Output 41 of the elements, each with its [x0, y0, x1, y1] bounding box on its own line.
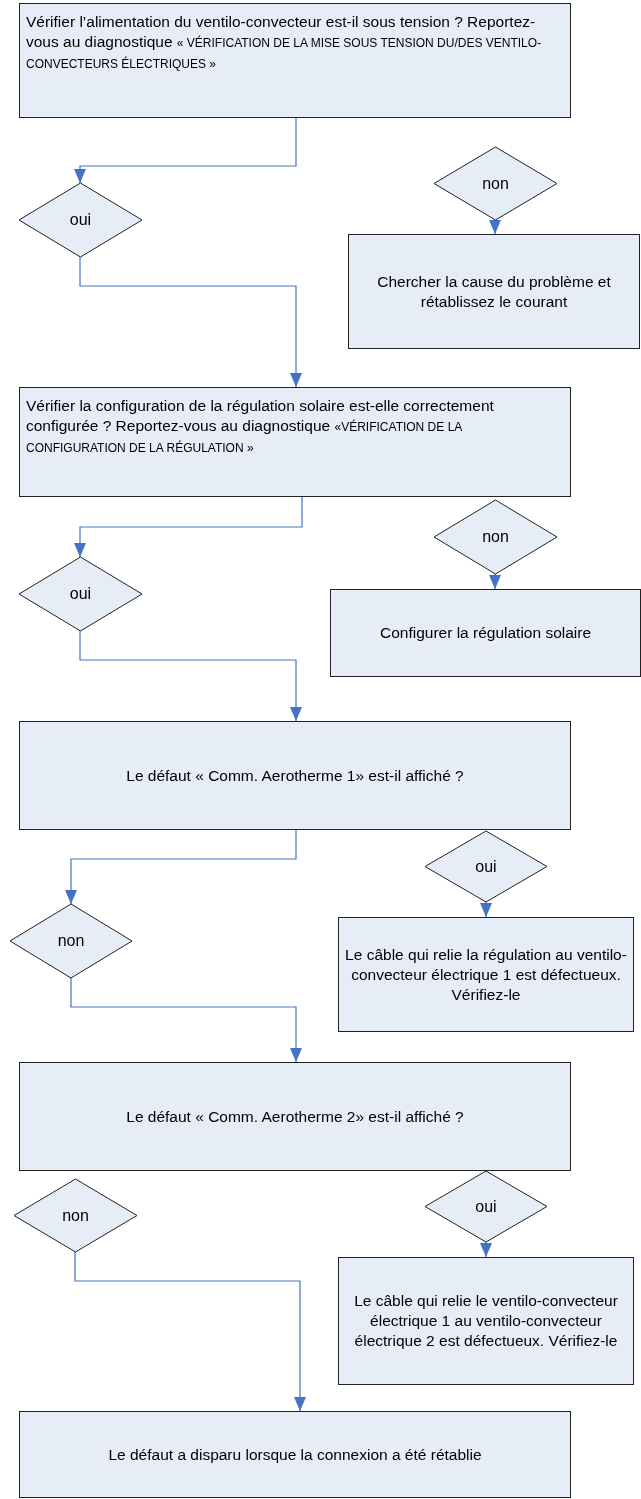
process-box [19, 387, 571, 497]
decision-diamond [434, 147, 557, 220]
arrow [480, 901, 492, 918]
step-text: Vérifier la configuration de la régulation solaire est-elle correctement configurée ? Reportez-vous au diagnostique «VÉRIFICATION DE LA CONFIGURATION DE LA RÉGULATION » [26, 396, 495, 457]
arrow [489, 573, 501, 590]
arrow [79, 256, 302, 388]
step-text: Le défaut « Comm. Aerotherme 2» est-il affiché ? [125, 1106, 465, 1127]
step-text: Vérifier l’alimentation du ventilo-convecteur est-il sous tension ? Reportez-vous au diagnostique « VÉRIFICATION DE LA MISE SOUS TENSION DU/DES VENTILO-CONVECTEURS ÉLECTRIQUES » [26, 12, 543, 73]
process-box [338, 1257, 634, 1385]
decision-label: non [482, 174, 509, 193]
process-box [338, 917, 634, 1032]
step-text: Le défaut a disparu lorsque la connexion a été rétablie [107, 1444, 483, 1465]
decision-label: non [482, 528, 509, 546]
process-box [348, 234, 640, 349]
decision-diamond [434, 500, 557, 574]
decision-label: oui [69, 585, 92, 603]
arrow [70, 977, 302, 1063]
process-box [330, 589, 641, 677]
decision-label: non [57, 932, 85, 950]
decision-label: oui [69, 211, 92, 229]
step-text: Chercher la cause du problème et rétablissez le courant [376, 271, 612, 312]
arrow [489, 219, 501, 235]
step-text: Configurer la régulation solaire [378, 623, 593, 643]
decision-label: non [62, 1206, 89, 1225]
arrow [74, 117, 297, 184]
decision-diamond [14, 1179, 137, 1252]
process-box [19, 3, 571, 118]
step-text: Le défaut « Comm. Aerotherme 1» est-il affiché ? [125, 765, 465, 786]
process-box [19, 1411, 571, 1498]
decision-diamond [10, 904, 132, 978]
decision-label: oui [475, 857, 497, 876]
arrow [480, 1241, 492, 1258]
decision-diamond [19, 557, 142, 631]
arrow [74, 1251, 306, 1412]
decision-diamond [19, 183, 142, 257]
decision-label: oui [475, 1197, 497, 1216]
step-text: Le câble qui relie le ventilo-convecteur électrique 1 au ventilo-convecteur électrique 2 est défectueux. Vérifiez-le [353, 1291, 619, 1351]
arrow [79, 630, 302, 722]
arrow [65, 829, 297, 905]
step-text: Le câble qui relie la régulation au ventilo-convecteur électrique 1 est défectueux. Vérifiez-le [345, 944, 627, 1005]
arrow [74, 496, 303, 558]
